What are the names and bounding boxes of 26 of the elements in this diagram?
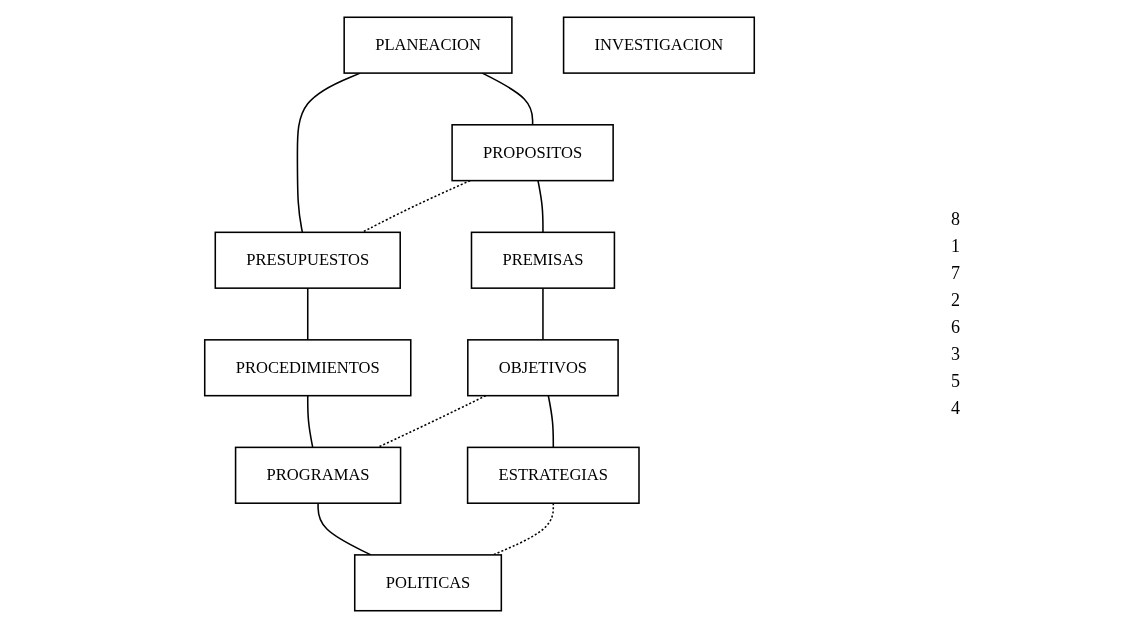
node-box: PRESUPUESTOS	[214, 231, 401, 289]
node-box: POLITICAS	[353, 553, 503, 611]
number-label: 1	[951, 235, 961, 257]
number-label: 4	[951, 397, 961, 419]
node-box: INVESTIGACION	[562, 16, 756, 74]
connector	[306, 394, 314, 448]
connector	[317, 501, 372, 556]
node-box: ESTRATEGIAS	[466, 446, 640, 504]
number-label: 5	[951, 370, 961, 392]
node-box: PLANEACION	[343, 16, 513, 74]
number-label: 8	[951, 208, 961, 230]
node-box: OBJETIVOS	[467, 338, 619, 396]
node-box: PROPOSITOS	[451, 123, 614, 181]
connector	[306, 286, 309, 341]
connector	[547, 394, 555, 448]
node-box: PROCEDIMIENTOS	[203, 338, 412, 396]
connector	[542, 286, 544, 341]
number-label: 3	[951, 343, 961, 365]
number-label: 2	[951, 289, 961, 311]
connector	[296, 71, 361, 233]
number-label: 6	[951, 316, 961, 338]
number-label: 7	[951, 262, 961, 284]
node-box: PREMISAS	[470, 231, 616, 289]
connector	[537, 179, 544, 233]
connector	[481, 71, 534, 126]
node-box: PROGRAMAS	[234, 446, 402, 504]
